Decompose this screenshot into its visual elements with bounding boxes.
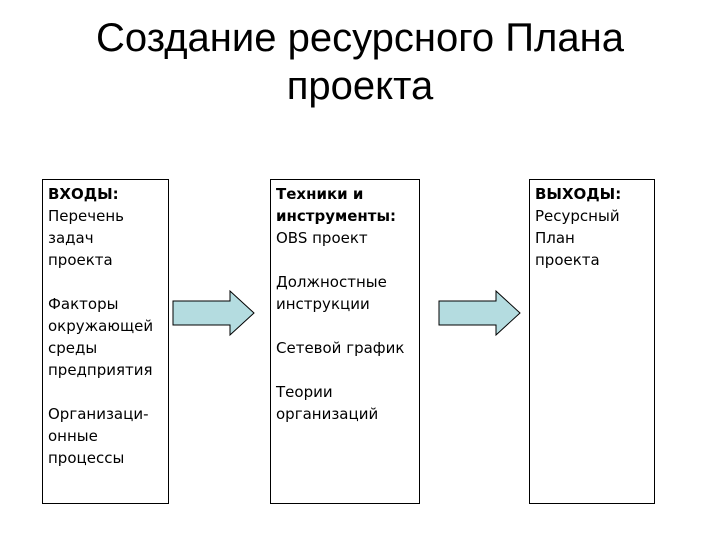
right-arrow-icon: [438, 289, 521, 337]
tools-line: [276, 359, 414, 381]
tools-line: [276, 315, 414, 337]
inputs-line: окружающей: [48, 317, 154, 335]
tools-line: Теории: [276, 383, 333, 401]
tools-line: [276, 249, 414, 271]
tools-line: OBS проект: [276, 229, 368, 247]
tools-line: инструкции: [276, 295, 370, 313]
inputs-box: ВХОДЫ: Перечень задач проекта Факторы ок…: [42, 179, 169, 504]
tools-box: Техники и инструменты: OBS проект Должно…: [270, 179, 420, 504]
outputs-box: ВЫХОДЫ: Ресурсный План проекта: [529, 179, 655, 504]
inputs-line: [48, 271, 163, 293]
inputs-line: задач: [48, 229, 94, 247]
slide-title: Создание ресурсного Плана проекта: [0, 14, 720, 110]
tools-line: Сетевой график: [276, 339, 405, 357]
tools-line: организаций: [276, 405, 379, 423]
inputs-line: среды: [48, 339, 98, 357]
outputs-line: проекта: [535, 251, 600, 269]
inputs-line: процессы: [48, 449, 125, 467]
outputs-heading: ВЫХОДЫ:: [535, 185, 622, 203]
inputs-line: Факторы: [48, 295, 119, 313]
inputs-heading: ВХОДЫ:: [48, 185, 119, 203]
inputs-line: [48, 381, 163, 403]
outputs-line: Ресурсный: [535, 207, 620, 225]
outputs-line: План: [535, 229, 575, 247]
inputs-line: проекта: [48, 251, 113, 269]
slide-title-line-2: проекта: [286, 64, 434, 108]
inputs-line: онные: [48, 427, 98, 445]
slide-title-line-1: Создание ресурсного Плана: [96, 16, 624, 60]
right-arrow-icon: [172, 289, 255, 337]
tools-heading-line-2: инструменты:: [276, 207, 397, 225]
inputs-line: Перечень: [48, 207, 124, 225]
tools-heading-line-1: Техники и: [276, 185, 364, 203]
tools-line: Должностные: [276, 273, 387, 291]
inputs-line: Организаци-: [48, 405, 149, 423]
inputs-line: предприятия: [48, 361, 153, 379]
